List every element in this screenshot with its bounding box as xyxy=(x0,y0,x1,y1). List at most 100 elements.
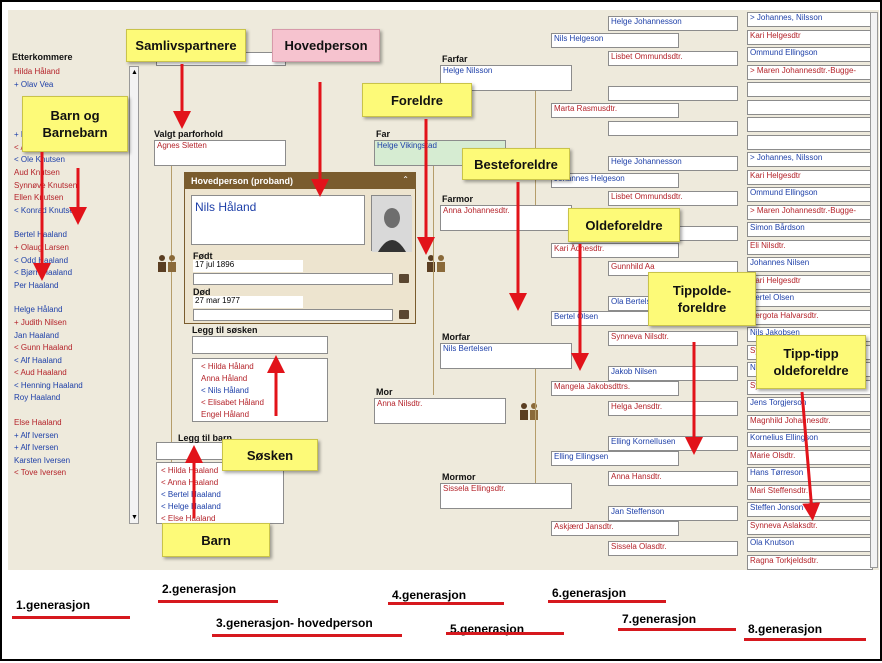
ancestor-box[interactable]: Bertel Olsen xyxy=(747,292,873,307)
ancestor-box[interactable]: Mari Steffensdtr. xyxy=(747,484,873,500)
born-date[interactable]: 17 jul 1896 xyxy=(193,260,303,272)
child-item[interactable]: < Helge Haaland xyxy=(161,502,221,511)
ancestor-box[interactable]: Kari Helgesdtr xyxy=(747,274,873,290)
couple-icon[interactable] xyxy=(155,253,179,273)
ancestor-box[interactable] xyxy=(747,117,873,132)
ancestor-box[interactable]: Nils Helgeson xyxy=(551,33,679,48)
ancestor-box[interactable] xyxy=(608,121,738,136)
descendant-item[interactable]: Bertel Haaland xyxy=(14,230,67,240)
ancestor-box[interactable]: Steffen Jonson xyxy=(747,502,873,517)
ancestor-box[interactable]: Ommund Ellingson xyxy=(747,47,873,62)
ancestor-box[interactable]: Kari Ådnesdtr. xyxy=(551,243,679,258)
ancestor-box[interactable]: Bergota Halvarsdtr. xyxy=(747,309,873,325)
ancestor-box[interactable]: Marta Rasmusdtr. xyxy=(551,103,679,118)
scroll-up-icon[interactable]: ▲ xyxy=(131,69,138,76)
born-place[interactable] xyxy=(193,273,393,285)
ancestor-box[interactable]: Anna Hansdtr. xyxy=(608,471,738,486)
ancestor-box[interactable] xyxy=(747,99,873,115)
calendar-icon[interactable] xyxy=(399,310,409,319)
descendant-item[interactable]: Jan Haaland xyxy=(14,330,59,340)
ancestor-box[interactable]: Synneva Nilsdtr. xyxy=(608,331,738,346)
descendant-item[interactable]: Ellen Knutsen xyxy=(14,193,64,203)
ancestor-box[interactable]: > Maren Johannesdtr.-Bugge- xyxy=(747,64,873,80)
descendant-item[interactable]: < Ole Knutsen xyxy=(14,155,65,165)
ancestor-box[interactable] xyxy=(608,86,738,101)
ancestor-box[interactable]: Lisbet Ommundsdtr. xyxy=(608,51,738,66)
ancestor-box[interactable]: Ragna Torkjeldsdtr. xyxy=(747,554,873,570)
ancestor-box[interactable]: Kari Helgesdtr xyxy=(747,169,873,185)
ancestor-box[interactable]: Elling KornelIusen xyxy=(608,436,738,451)
ancestor-box[interactable]: Jan Steffenson xyxy=(608,506,738,521)
mormor-box[interactable]: Sissela Ellingsdtr. xyxy=(440,483,572,509)
ancestor-box[interactable]: Jens Torgjerson xyxy=(747,397,873,412)
couple-icon[interactable] xyxy=(424,253,448,273)
descendant-item[interactable]: < Gunn Haaland xyxy=(14,343,73,353)
collapse-icon[interactable]: ⌃ xyxy=(402,175,409,184)
ancestor-box[interactable] xyxy=(747,82,873,97)
ancestor-box[interactable]: Ola Knutson xyxy=(747,537,873,552)
ancestor-box[interactable]: Askjærd Jansdtr. xyxy=(551,521,679,536)
descendant-item[interactable]: + Olaug Larsen xyxy=(14,242,69,252)
descendants-scrollbar[interactable]: ▲ ▼ xyxy=(129,66,139,524)
partner-box[interactable]: Agnes Sletten xyxy=(154,140,286,166)
scroll-down-icon[interactable]: ▼ xyxy=(131,514,138,521)
descendant-item[interactable]: Aud Knutsen xyxy=(14,167,60,177)
ancestor-box[interactable]: Ommund Ellingson xyxy=(747,187,873,202)
ancestor-box[interactable]: Magnhild Johannesdtr. xyxy=(747,414,873,430)
ancestor-box[interactable]: Mangela Jakobsdttrs. xyxy=(551,381,679,396)
descendant-item[interactable]: + Olav Vea xyxy=(14,79,54,89)
ancestor-box[interactable]: Simon Bårdson xyxy=(747,222,873,237)
child-item[interactable]: < Hilda Haaland xyxy=(161,466,219,475)
ancestor-box[interactable]: Eli Nilsdtr. xyxy=(747,239,873,255)
descendant-item[interactable]: < Odd Haaland xyxy=(14,255,69,265)
descendant-item[interactable]: Hilda Håland xyxy=(14,67,60,76)
descendant-item[interactable]: < Alf Haaland xyxy=(14,355,62,365)
tree-scrollbar[interactable] xyxy=(870,12,878,568)
child-item[interactable]: < Else Haaland xyxy=(161,514,216,523)
descendant-item[interactable]: Karsten Iversen xyxy=(14,455,71,465)
descendant-item[interactable]: Synnøve Knutsen xyxy=(14,180,78,190)
ancestor-box[interactable]: Helga Jensdtr. xyxy=(608,401,738,416)
ancestor-box[interactable]: > Maren Johannesdtr.-Bugge- xyxy=(747,204,873,220)
died-date[interactable]: 27 mar 1977 xyxy=(193,296,303,308)
ancestor-box[interactable]: Kari Helgesdtr xyxy=(747,29,873,45)
ancestor-box[interactable]: Johannes Helgeson xyxy=(551,173,679,188)
add-sibling-input[interactable] xyxy=(192,336,328,354)
descendant-item[interactable]: Roy Haaland xyxy=(14,393,61,403)
sibling-item[interactable]: Engel Håland xyxy=(201,410,250,419)
ancestor-box[interactable]: Johannes Nilsen xyxy=(747,257,873,272)
descendant-item[interactable]: < Aud Haaland xyxy=(14,368,67,378)
ancestor-box[interactable]: Kornelius Ellingson xyxy=(747,432,873,447)
ancestor-box[interactable]: Jakob Nilsen xyxy=(608,366,738,381)
ancestor-box[interactable]: Sissela Olasdtr. xyxy=(608,541,738,556)
descendant-item[interactable]: < Bjørn Haaland xyxy=(14,268,73,278)
descendant-item[interactable]: Else Haaland xyxy=(14,418,62,428)
descendant-item[interactable]: + Judith Nilsen xyxy=(14,317,67,327)
descendant-item[interactable]: < Konrad Knutsen xyxy=(14,205,79,215)
descendant-item[interactable]: + Alf Iversen xyxy=(14,443,59,453)
child-item[interactable]: < Bertel Haaland xyxy=(161,490,221,499)
ancestor-box[interactable]: Marie Olsdtr. xyxy=(747,449,873,465)
mother-box[interactable]: Anna Nilsdtr. xyxy=(374,398,506,424)
ancestor-box[interactable]: Hans Tørreson xyxy=(747,467,873,482)
calendar-icon[interactable] xyxy=(399,274,409,283)
ancestor-box[interactable]: Helge Johannesson xyxy=(608,156,738,171)
morfar-box[interactable]: Nils Bertelsen xyxy=(440,343,572,369)
farmor-box[interactable]: Anna Johannesdtr. xyxy=(440,205,572,231)
main-person-name[interactable]: Nils Håland xyxy=(191,195,365,245)
sibling-item[interactable]: Anna Håland xyxy=(201,374,248,383)
ancestor-box[interactable]: Elling Ellingsen xyxy=(551,451,679,466)
children-list[interactable]: < Hilda Haaland< Anna Haaland< Bertel Ha… xyxy=(156,462,284,524)
ancestor-box[interactable]: > Johannes, Nilsson xyxy=(747,152,873,167)
sibling-item[interactable]: < Elisabet Håland xyxy=(201,398,264,407)
died-place[interactable] xyxy=(193,309,393,321)
ancestor-box[interactable]: Helge Johannesson xyxy=(608,16,738,31)
ancestor-box[interactable]: > Johannes, Nilsson xyxy=(747,12,873,27)
sibling-item[interactable]: < Hilda Håland xyxy=(201,362,254,371)
descendant-item[interactable]: + Alf Iversen xyxy=(14,430,59,440)
ancestor-box[interactable]: Lisbet Ommundsdtr. xyxy=(608,191,738,206)
couple-icon[interactable] xyxy=(517,401,541,421)
sibling-item[interactable]: < Nils Håland xyxy=(201,386,249,395)
ancestor-box[interactable] xyxy=(747,134,873,150)
